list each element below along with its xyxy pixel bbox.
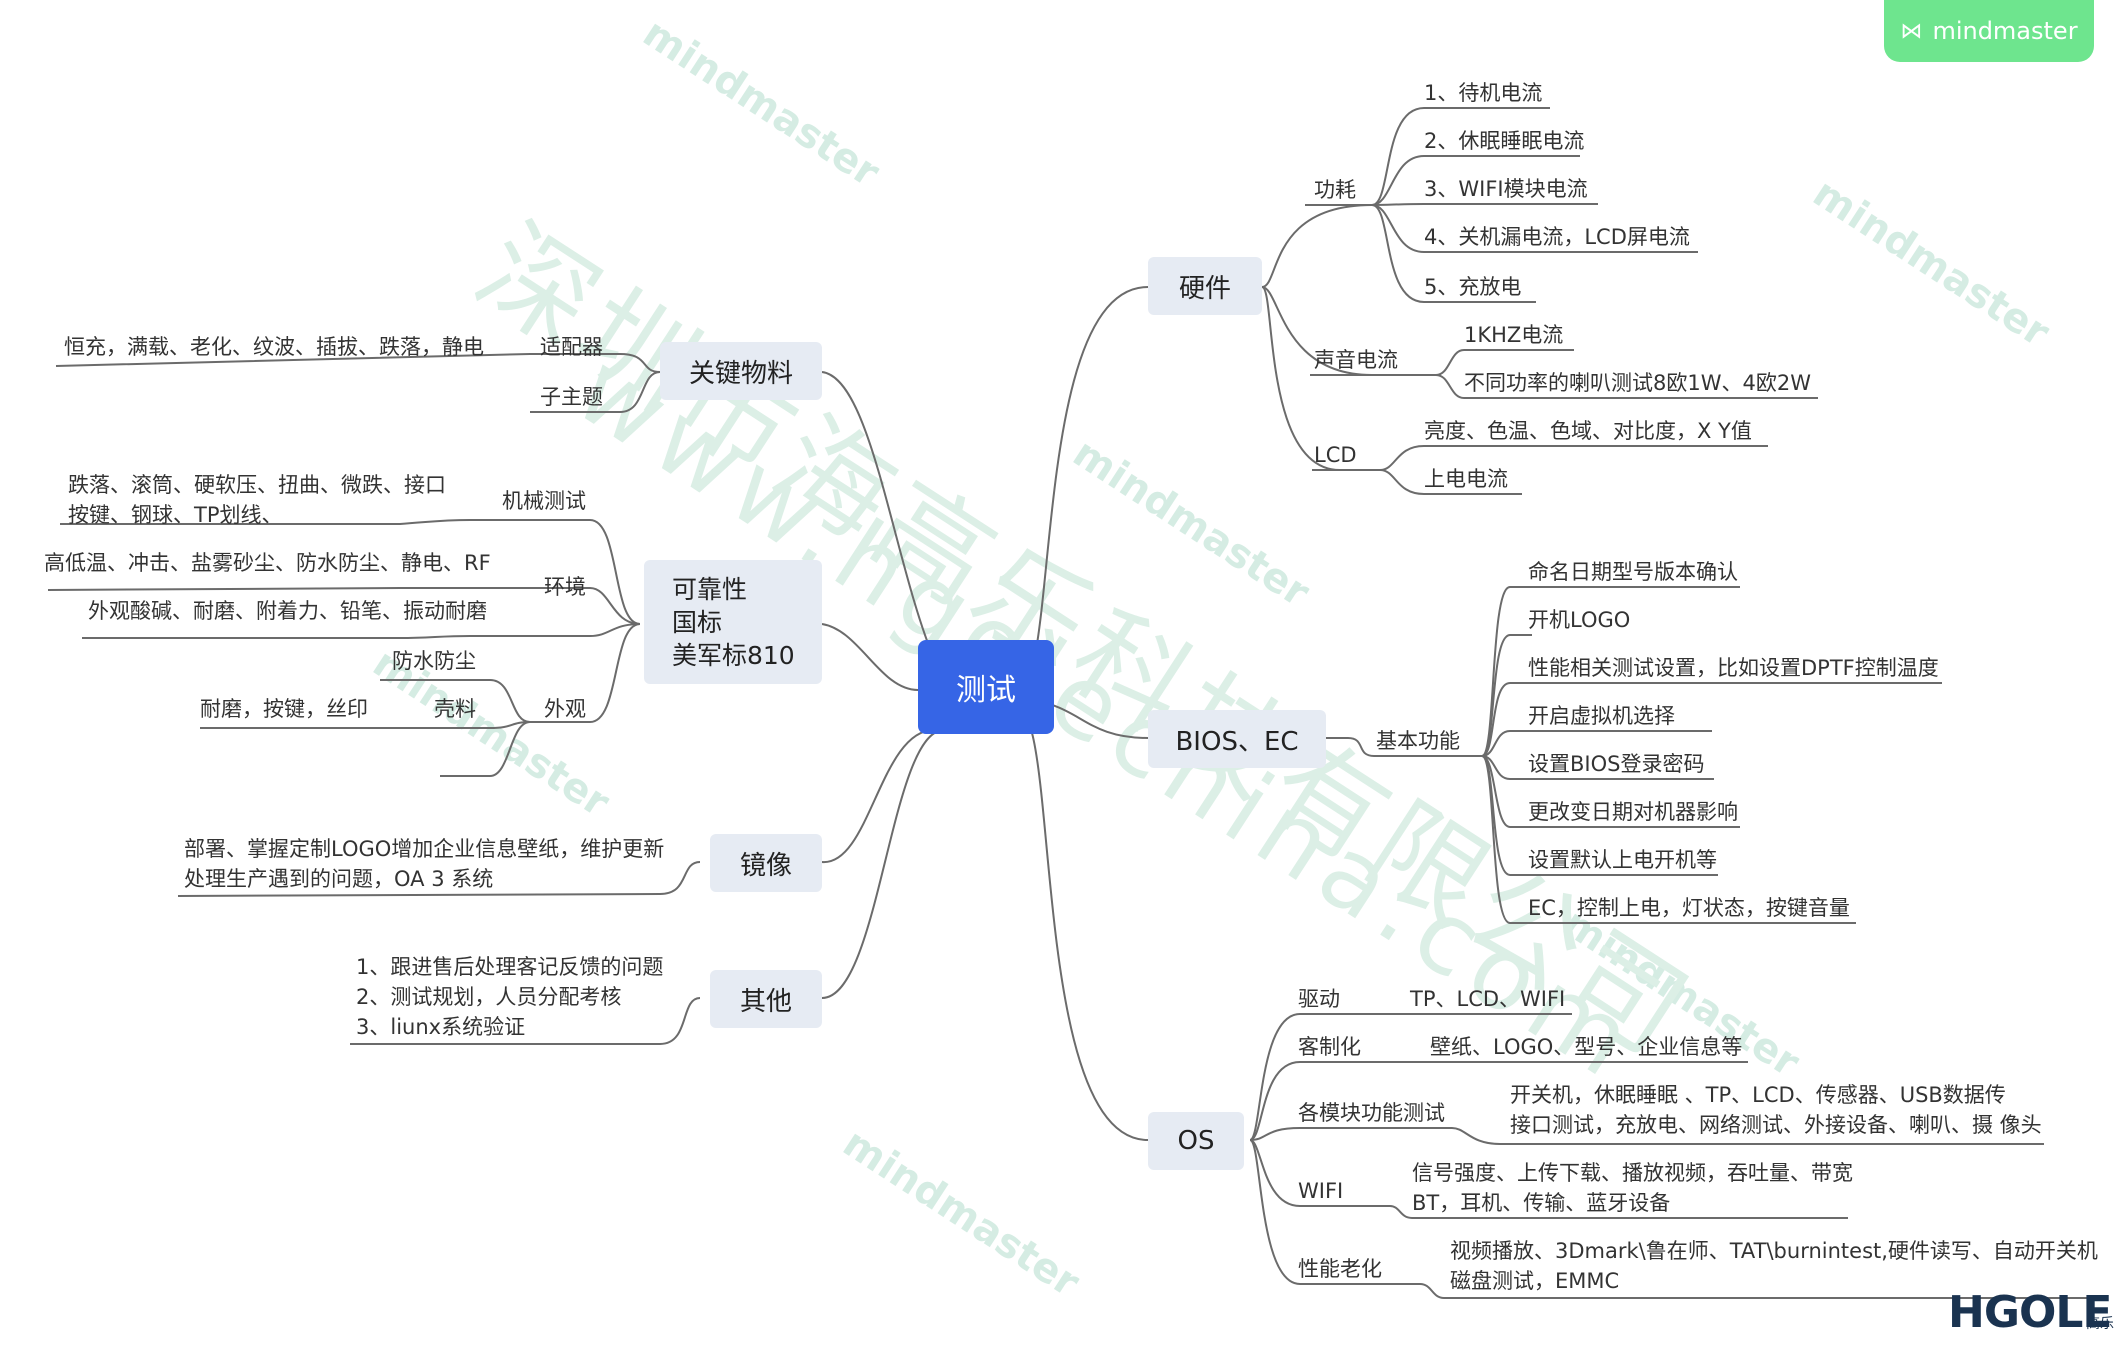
hw-lcd-item[interactable]: 上电电流 xyxy=(1424,467,1508,491)
rel-mech-label[interactable]: 机械测试 xyxy=(502,489,586,513)
os-perf-line1[interactable]: 视频播放、3Dmark\鲁在师、TAT\burnintest,硬件读写、自动开关… xyxy=(1450,1239,2098,1263)
os-wifi-line1[interactable]: 信号强度、上传下载、播放视频，吞吐量、带宽 xyxy=(1412,1161,1853,1185)
os-wifi-line2[interactable]: BT，耳机、传输、蓝牙设备 xyxy=(1412,1191,1671,1215)
bios-basic-item[interactable]: 设置BIOS登录密码 xyxy=(1528,752,1705,776)
topic-reliability[interactable]: 可靠性 国标 美军标810 xyxy=(644,560,822,684)
other-item[interactable]: 2、测试规划，人员分配考核 xyxy=(356,985,622,1009)
bios-basic-item[interactable]: EC，控制上电，灯状态，按键音量 xyxy=(1528,896,1850,920)
hw-lcd-label[interactable]: LCD xyxy=(1314,443,1357,467)
image-line2[interactable]: 处理生产遇到的问题，OA 3 系统 xyxy=(184,867,494,891)
rel-look-shell-label[interactable]: 壳料 xyxy=(434,697,476,721)
hgole-logo-sub: 高乐 xyxy=(2086,1316,2114,1332)
os-modules-line2[interactable]: 接口测试，充放电、网络测试、外接设备、喇叭、摄 像头 xyxy=(1510,1113,2042,1137)
os-custom-label[interactable]: 客制化 xyxy=(1298,1035,1361,1059)
rel-mech-line1[interactable]: 跌落、滚筒、硬软压、扭曲、微跌、接口 xyxy=(68,473,446,497)
bios-basic-item[interactable]: 命名日期型号版本确认 xyxy=(1528,560,1738,584)
mindmaster-badge-text: mindmaster xyxy=(1932,17,2078,45)
mindmaster-badge: ⋈ mindmaster xyxy=(1884,0,2094,62)
hw-power-item[interactable]: 4、关机漏电流，LCD屏电流 xyxy=(1424,225,1690,249)
km-adapter-label[interactable]: 适配器 xyxy=(540,335,603,359)
rel-mech-line2[interactable]: 按键、钢球、TP划线、 xyxy=(68,503,283,527)
other-item[interactable]: 1、跟进售后处理客记反馈的问题 xyxy=(356,955,664,979)
bios-basic-label[interactable]: 基本功能 xyxy=(1376,729,1460,753)
topic-hardware[interactable]: 硬件 xyxy=(1148,257,1262,315)
reliability-line2: 国标 xyxy=(672,607,723,637)
hw-audio-item[interactable]: 1KHZ电流 xyxy=(1464,323,1564,347)
image-line1[interactable]: 部署、掌握定制LOGO增加企业信息壁纸，维护更新 xyxy=(184,837,665,861)
hw-lcd-item[interactable]: 亮度、色温、色域、对比度，X Y值 xyxy=(1424,419,1752,443)
rel-look-waterproof[interactable]: 防水防尘 xyxy=(392,649,476,673)
os-modules-line1[interactable]: 开关机，休眠睡眠 、TP、LCD、传感器、USB数据传 xyxy=(1510,1083,2006,1107)
os-modules-label[interactable]: 各模块功能测试 xyxy=(1298,1101,1445,1125)
reliability-line1: 可靠性 xyxy=(672,574,748,604)
hgole-logo: HGOLE xyxy=(1948,1287,2112,1338)
hw-power-item[interactable]: 1、待机电流 xyxy=(1424,81,1543,105)
bios-basic-item[interactable]: 开机LOGO xyxy=(1528,608,1631,632)
km-sub-label[interactable]: 子主题 xyxy=(540,385,603,409)
hw-audio-label[interactable]: 声音电流 xyxy=(1314,348,1398,372)
rel-look-label[interactable]: 外观 xyxy=(544,697,586,721)
bios-basic-item[interactable]: 更改变日期对机器影响 xyxy=(1528,800,1738,824)
topic-other[interactable]: 其他 xyxy=(710,970,822,1028)
os-perf-line2[interactable]: 磁盘测试，EMMC xyxy=(1450,1269,1620,1293)
hw-power-item[interactable]: 5、充放电 xyxy=(1424,275,1522,299)
topic-key-material[interactable]: 关键物料 xyxy=(660,342,822,400)
os-wifi-label[interactable]: WIFI xyxy=(1298,1179,1344,1203)
mindmaster-logo-icon: ⋈ xyxy=(1900,18,1923,44)
reliability-line3: 美军标810 xyxy=(672,640,795,670)
os-perf-label[interactable]: 性能老化 xyxy=(1298,1257,1382,1281)
hw-power-item[interactable]: 3、WIFI模块电流 xyxy=(1424,177,1588,201)
rel-env-item[interactable]: 高低温、冲击、盐雾砂尘、防水防尘、静电、RF xyxy=(44,551,491,575)
rel-env-label[interactable]: 环境 xyxy=(544,575,586,599)
os-driver-value[interactable]: TP、LCD、WIFI xyxy=(1410,987,1566,1011)
hw-power-label[interactable]: 功耗 xyxy=(1314,178,1356,202)
topic-image[interactable]: 镜像 xyxy=(710,834,822,892)
km-adapter-value[interactable]: 恒充，满载、老化、纹波、插拔、跌落，静电 xyxy=(64,335,484,359)
bios-basic-item[interactable]: 性能相关测试设置，比如设置DPTF控制温度 xyxy=(1528,656,1939,680)
hw-audio-item[interactable]: 不同功率的喇叭测试8欧1W、4欧2W xyxy=(1464,371,1811,395)
topic-os[interactable]: OS xyxy=(1148,1112,1244,1170)
bios-basic-item[interactable]: 开启虚拟机选择 xyxy=(1528,704,1675,728)
os-driver-label[interactable]: 驱动 xyxy=(1298,987,1340,1011)
bios-basic-item[interactable]: 设置默认上电开机等 xyxy=(1528,848,1717,872)
rel-env-item[interactable]: 外观酸碱、耐磨、附着力、铅笔、振动耐磨 xyxy=(88,599,487,623)
os-custom-value[interactable]: 壁纸、LOGO、型号、企业信息等 xyxy=(1430,1035,1743,1059)
topic-bios-ec[interactable]: BIOS、EC xyxy=(1148,710,1326,768)
other-item[interactable]: 3、liunx系统验证 xyxy=(356,1015,526,1039)
hw-power-item[interactable]: 2、休眠睡眠电流 xyxy=(1424,129,1585,153)
central-topic[interactable]: 测试 xyxy=(918,640,1054,734)
rel-look-shell-value[interactable]: 耐磨，按键，丝印 xyxy=(200,697,368,721)
